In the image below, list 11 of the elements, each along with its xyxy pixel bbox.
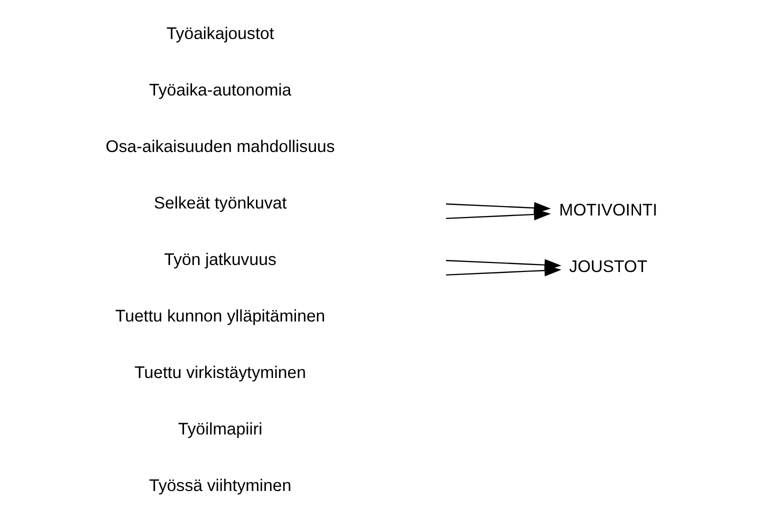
label: Työaikajoustot: [166, 24, 274, 43]
label: Työaika-autonomia: [148, 80, 291, 100]
label: Tuettu virkistäytyminen: [134, 362, 306, 382]
node-text: MOTIVOINTI: [558, 200, 657, 220]
label: Osa-aikaisuuden mahdollisuus: [105, 136, 334, 156]
node-text: JOUSTOT: [568, 257, 647, 276]
label: Työssä viihtyminen: [148, 476, 291, 495]
label: Tuettu kunnon ylläpitäminen: [114, 306, 325, 326]
label: Työilmapiiri: [178, 419, 262, 438]
label: Työn jatkuvuus: [164, 250, 276, 269]
label: Selkeät työnkuvat: [153, 193, 286, 212]
